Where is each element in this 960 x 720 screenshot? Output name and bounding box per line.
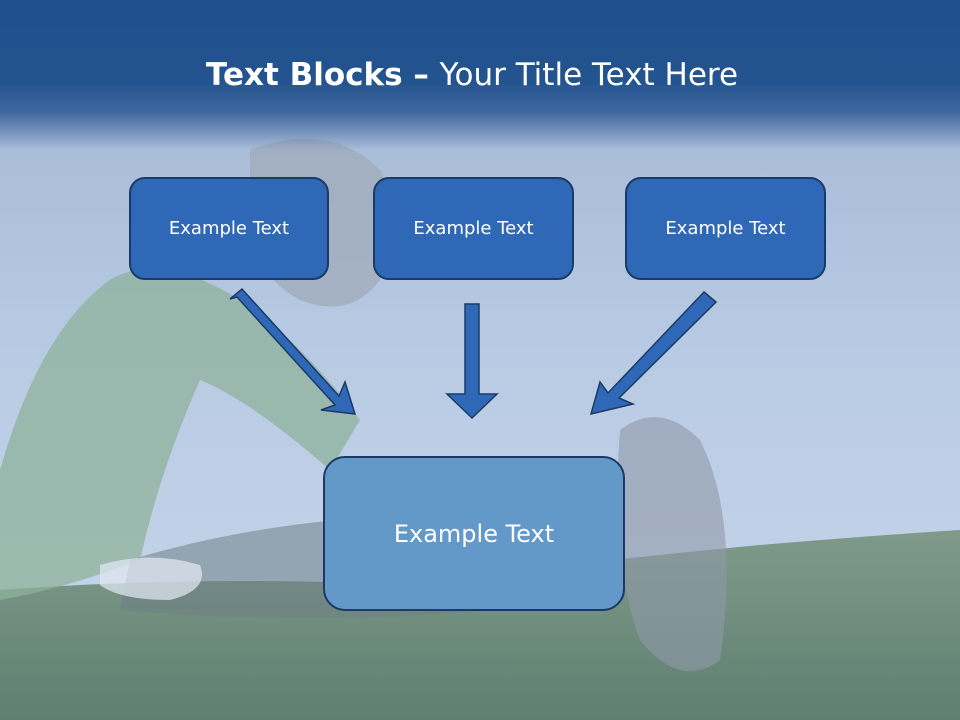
title-band [0, 0, 960, 150]
slide-title: Text Blocks – Your Title Text Here [0, 55, 944, 95]
main-text-block[interactable]: Example Text [323, 456, 625, 611]
text-block-2-label: Example Text [413, 218, 534, 239]
text-block-2[interactable]: Example Text [373, 177, 574, 280]
title-bold: Text Blocks [205, 57, 403, 93]
main-text-block-label: Example Text [393, 519, 555, 548]
arrow-right [589, 290, 718, 416]
title-dash: – [402, 57, 440, 93]
arrow-left [229, 287, 357, 415]
arrow-center [445, 303, 499, 420]
text-block-1[interactable]: Example Text [129, 177, 329, 280]
text-block-3-label: Example Text [665, 218, 786, 239]
title-rest: Your Title Text Here [439, 57, 739, 93]
text-block-1-label: Example Text [168, 218, 290, 239]
text-block-3[interactable]: Example Text [625, 177, 826, 280]
